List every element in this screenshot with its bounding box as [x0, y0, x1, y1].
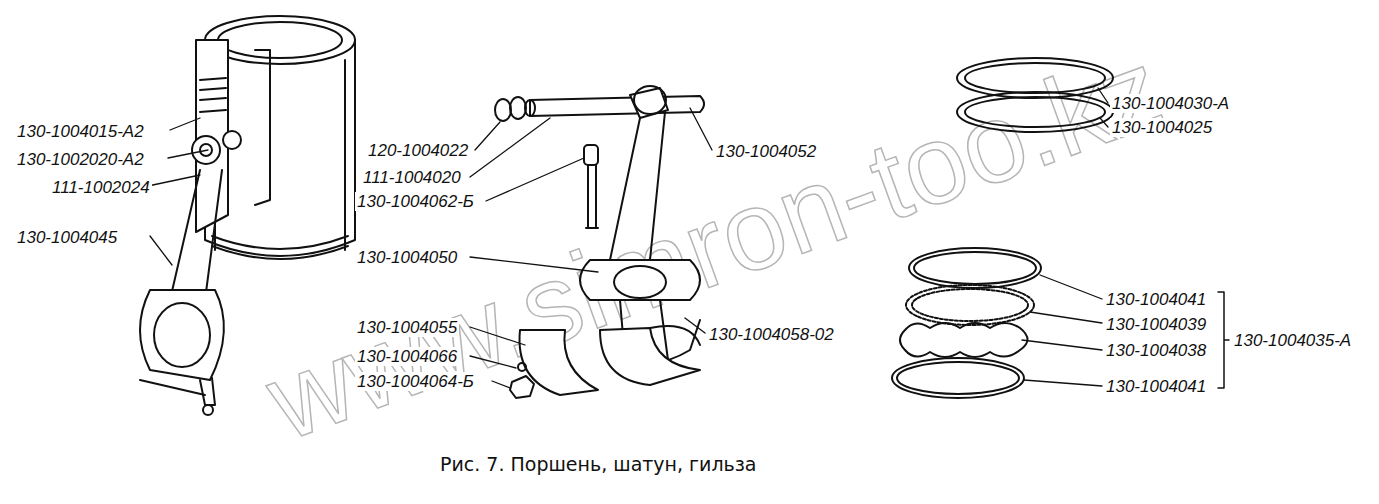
callout-number: 130-1004038: [1104, 341, 1208, 360]
figure-caption: Рис. 7. Поршень, шатун, гильза: [440, 455, 757, 474]
callout-number: 130-1002020-А2: [15, 150, 146, 169]
callout-number: 130-1004055: [355, 318, 459, 337]
callout-number: 130-1004030-А: [1110, 94, 1231, 113]
callout-number: 130-1004058-02: [707, 325, 836, 344]
callout-number: 130-1004025: [1110, 118, 1214, 137]
oil-ring-set: [892, 248, 1041, 398]
callout-number: 130-1004041: [1104, 377, 1208, 396]
liner-piston-assembly: [140, 16, 355, 415]
callout-number: 130-1004041: [1104, 290, 1208, 309]
callout-number: 130-1004066: [355, 347, 459, 366]
callout-number: 130-1004052: [714, 142, 818, 161]
compression-rings: [957, 58, 1113, 132]
callout-number: 130-1004062-Б: [355, 192, 476, 211]
leader-lines: [148, 88, 1108, 388]
callout-number: 130-1004064-Б: [355, 372, 476, 391]
callout-number: 120-1004022: [366, 141, 470, 160]
callout-number: 111-1004020: [361, 168, 463, 187]
callout-number: 111-1002024: [50, 178, 152, 197]
watermark: www.simron-too.kz: [254, 32, 1175, 459]
connecting-rod-parts: [495, 86, 704, 398]
callout-number: 130-1004035-А: [1232, 331, 1353, 350]
set-bracket: [1218, 292, 1229, 388]
callout-number: 130-1004045: [15, 228, 119, 247]
callout-number: 130-1004015-А2: [15, 122, 146, 141]
callout-number: 130-1004039: [1104, 315, 1208, 334]
callout-number: 130-1004050: [355, 248, 459, 267]
